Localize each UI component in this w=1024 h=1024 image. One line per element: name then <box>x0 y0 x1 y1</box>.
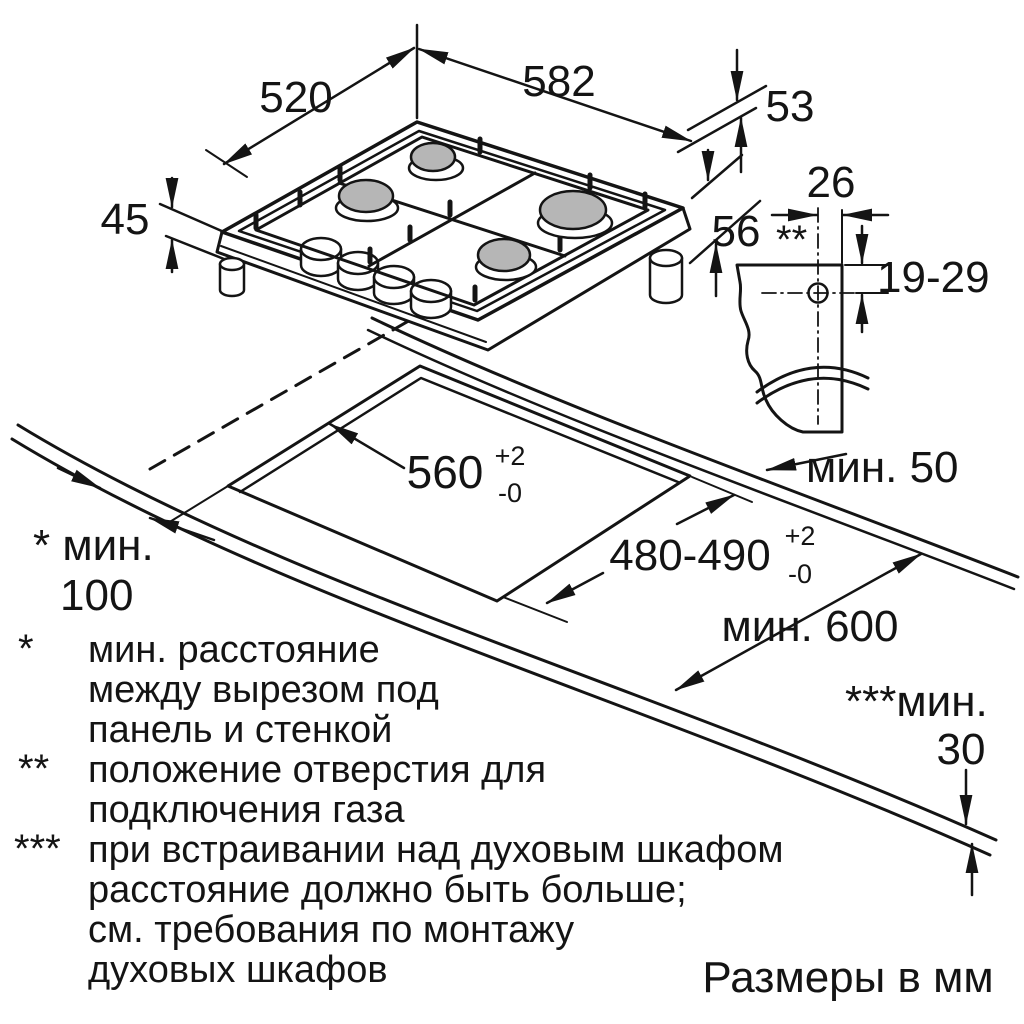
footnote-1-line-1: мин. расстояние <box>88 629 380 671</box>
gas-hole-marker: ** <box>776 218 807 262</box>
cutout-depth-tol-minus: -0 <box>788 559 812 589</box>
worktop-front-edge-outer <box>16 423 998 842</box>
profile-outline <box>735 263 844 434</box>
footnote-1-line-2: между вырезом под <box>88 669 439 711</box>
hob-drawing <box>215 120 692 352</box>
hob-tray-inner-line <box>220 245 487 343</box>
worktop-front-edge-inner <box>10 437 992 857</box>
burner-front <box>474 237 538 282</box>
cutout-thickness-line <box>238 376 680 494</box>
dim-53: 53 <box>676 48 815 174</box>
footnotes: * мин. расстояние между вырезом под пане… <box>14 627 784 991</box>
dim-line-582 <box>417 47 693 143</box>
footnote-3-line-4: духовых шкафов <box>88 949 388 991</box>
projection-dashed-line <box>148 309 428 471</box>
min-600-label: мин. 600 <box>722 602 899 651</box>
dim-26-label: 26 <box>807 158 856 207</box>
min-30-label: ***мин. <box>845 677 988 726</box>
footnote-2-line-2: подключения газа <box>88 789 405 831</box>
footnote-2-line-1: положение отверстия для <box>88 749 546 791</box>
dim-582-label: 582 <box>522 57 595 106</box>
dim-45: 45 <box>101 176 226 274</box>
dim-19-29-label: 19-29 <box>877 253 990 302</box>
break-arc-2 <box>755 376 870 405</box>
cutout-outline <box>226 364 692 603</box>
ext-520 <box>205 149 248 178</box>
dim-560: 560 +2 -0 <box>328 422 526 508</box>
cutout-depth-label: 480-490 <box>609 531 770 580</box>
worktop-drawing <box>10 309 1020 857</box>
dim-min-50: мин. 50 <box>765 443 959 492</box>
burner-right <box>536 189 614 240</box>
dim-min-100: * мин. 100 <box>33 466 216 620</box>
hob-foot-left <box>218 256 246 298</box>
min-30-value: 30 <box>937 725 986 774</box>
cutout-ext-right <box>691 476 753 503</box>
burners <box>334 141 614 282</box>
footnote-3-line-2: расстояние должно быть больше; <box>88 869 687 911</box>
footnote-marker-2: ** <box>18 747 49 791</box>
footnote-3-line-3: см. требования по монтажу <box>88 909 574 951</box>
burner-back <box>407 141 465 182</box>
dim-min-30: ***мин. 30 <box>845 677 988 897</box>
worktop-back-edge-outer <box>370 316 1020 579</box>
dim-26: 26 ** <box>770 158 890 264</box>
cutout-ext-front <box>502 596 568 623</box>
dimension-annotations: 520 582 53 56 45 <box>33 23 990 897</box>
min-50-label: мин. 50 <box>806 443 959 492</box>
dim-520-label: 520 <box>259 73 332 122</box>
cutout-width-tol-plus: +2 <box>495 441 526 471</box>
footnote-3-line-1: при встраивании над духовым шкафом <box>88 829 784 871</box>
burner-left <box>334 178 400 223</box>
grate-posts <box>253 136 648 303</box>
cutout-width-label: 560 <box>407 446 484 498</box>
worktop-cutout <box>167 364 753 623</box>
gas-connection-profile <box>735 207 870 434</box>
footnote-marker-1: * <box>18 627 34 671</box>
min-100-label: * мин. <box>33 521 154 570</box>
cutout-ext-left <box>167 485 229 524</box>
footnote-1-line-3: панель и стенкой <box>88 709 392 751</box>
footnote-marker-3: *** <box>14 827 61 871</box>
units-note: Размеры в мм <box>702 953 993 1002</box>
dim-53-label: 53 <box>766 82 815 131</box>
min-100-value: 100 <box>60 571 133 620</box>
dim-480-490: 480-490 +2 -0 <box>545 493 816 605</box>
worktop-back-edge-inner <box>366 328 1016 591</box>
hob-foot-right <box>648 248 684 305</box>
break-arc-1 <box>755 365 870 394</box>
dim-19-29: 19-29 <box>844 224 990 334</box>
cutout-depth-tol-plus: +2 <box>785 521 816 551</box>
dim-56-label: 56 <box>712 207 761 256</box>
hob-tray-outline <box>215 206 692 352</box>
dim-45-label: 45 <box>101 195 150 244</box>
dim-min-600: мин. 600 <box>674 552 923 692</box>
dim-56: 56 <box>688 148 762 298</box>
cutout-width-tol-minus: -0 <box>498 478 522 508</box>
dim-line-520 <box>222 46 416 166</box>
